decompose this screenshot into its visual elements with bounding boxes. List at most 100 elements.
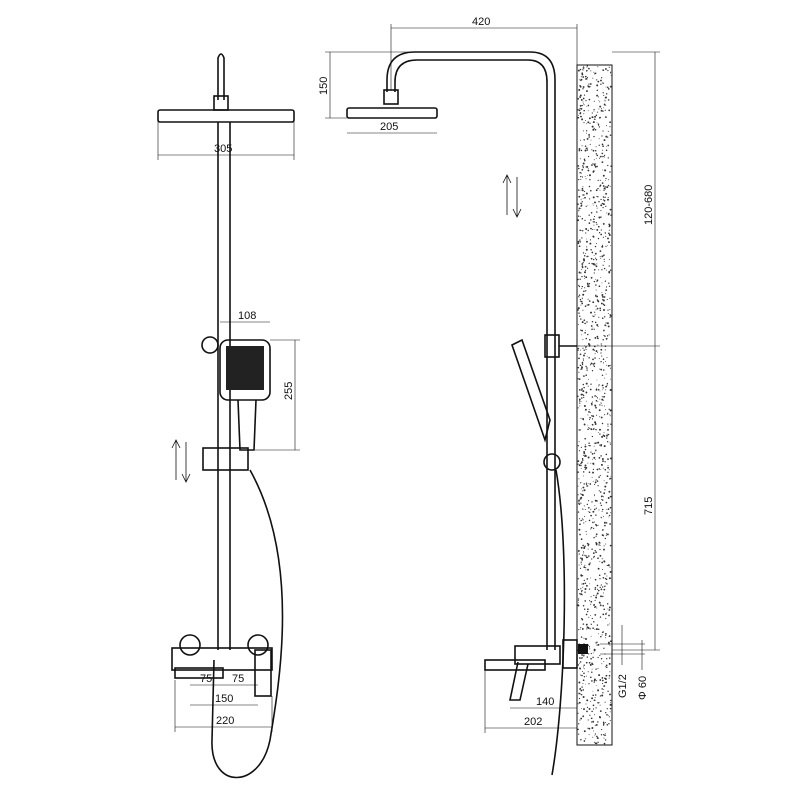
wall-speckle bbox=[602, 196, 605, 198]
wall-speckle bbox=[586, 628, 588, 630]
wall-speckle bbox=[588, 409, 590, 411]
wall-speckle bbox=[605, 86, 607, 88]
dim-arm-reach: 420 bbox=[472, 16, 490, 28]
wall-speckle bbox=[608, 469, 610, 471]
wall-speckle bbox=[582, 604, 585, 607]
wall-speckle bbox=[595, 406, 597, 409]
wall-speckle bbox=[599, 185, 601, 188]
wall-speckle bbox=[599, 116, 601, 119]
wall-speckle bbox=[590, 362, 593, 365]
wall-speckle bbox=[598, 457, 601, 459]
wall-speckle bbox=[604, 392, 606, 395]
wall-speckle bbox=[592, 480, 594, 482]
wall-speckle bbox=[592, 77, 594, 79]
wall-speckle bbox=[588, 734, 590, 736]
wall-speckle bbox=[577, 109, 579, 111]
wall-speckle bbox=[582, 519, 584, 521]
wall-speckle bbox=[601, 143, 604, 146]
wall-speckle bbox=[587, 568, 589, 571]
wall-speckle bbox=[578, 733, 580, 735]
wall-speckle bbox=[582, 194, 584, 196]
wall-speckle bbox=[593, 428, 595, 430]
wall-speckle bbox=[580, 461, 583, 464]
wall-speckle bbox=[583, 158, 586, 161]
wall-speckle bbox=[581, 494, 584, 497]
wall-speckle bbox=[599, 655, 601, 657]
wall-speckle bbox=[610, 702, 611, 704]
wall-speckle bbox=[584, 322, 586, 325]
wall-speckle bbox=[586, 255, 589, 258]
wall-speckle bbox=[596, 122, 598, 124]
wall-speckle bbox=[594, 264, 596, 266]
wall-speckle bbox=[579, 533, 581, 536]
wall-speckle bbox=[578, 114, 580, 116]
wall-speckle bbox=[585, 584, 588, 587]
wall-speckle bbox=[599, 255, 601, 257]
wall-speckle bbox=[604, 681, 606, 684]
wall-speckle bbox=[578, 629, 580, 631]
wall-speckle bbox=[580, 626, 582, 628]
wall-speckle bbox=[580, 78, 583, 81]
wall-speckle bbox=[609, 415, 611, 417]
wall-speckle bbox=[600, 695, 602, 697]
wall-speckle bbox=[602, 613, 605, 616]
wall-speckle bbox=[600, 504, 603, 507]
wall-speckle bbox=[577, 165, 580, 167]
wall-speckle bbox=[592, 708, 595, 710]
wall-speckle bbox=[606, 723, 609, 726]
wall-speckle bbox=[601, 398, 604, 401]
wall-speckle bbox=[602, 82, 604, 84]
wall-speckle bbox=[596, 79, 598, 81]
wall-speckle bbox=[590, 189, 592, 192]
wall-speckle bbox=[583, 740, 586, 742]
wall-speckle bbox=[587, 727, 589, 729]
wall-speckle bbox=[582, 347, 584, 349]
wall-speckle bbox=[609, 443, 611, 445]
wall-speckle bbox=[606, 533, 609, 536]
wall-speckle bbox=[585, 205, 587, 207]
wall-speckle bbox=[596, 335, 599, 338]
wall-speckle bbox=[604, 169, 607, 172]
wall-speckle bbox=[596, 324, 599, 326]
wall-speckle bbox=[588, 727, 591, 730]
wall-speckle bbox=[606, 434, 608, 437]
wall-speckle bbox=[595, 533, 598, 536]
wall-speckle bbox=[599, 616, 602, 618]
wall-speckle bbox=[579, 158, 581, 160]
wall-speckle bbox=[580, 108, 583, 110]
wall-speckle bbox=[600, 455, 602, 457]
dim-inlet-total: 150 bbox=[215, 693, 233, 705]
wall-speckle bbox=[601, 558, 603, 560]
dim-total-projection: 202 bbox=[524, 716, 542, 728]
wall-speckle bbox=[578, 701, 581, 704]
wall-speckle bbox=[600, 402, 602, 404]
wall-speckle bbox=[579, 523, 581, 526]
wall-speckle bbox=[581, 269, 583, 270]
wall-speckle bbox=[594, 423, 597, 425]
wall-speckle bbox=[588, 356, 590, 359]
wall-speckle bbox=[589, 483, 592, 485]
wall-speckle bbox=[597, 225, 600, 228]
wall-speckle bbox=[601, 161, 604, 164]
wall-speckle bbox=[584, 437, 586, 440]
wall-speckle bbox=[609, 208, 612, 211]
wall-speckle bbox=[595, 514, 597, 516]
wall-speckle bbox=[582, 186, 584, 188]
wall-speckle bbox=[582, 679, 585, 682]
wall-speckle bbox=[582, 475, 584, 477]
wall-speckle bbox=[592, 229, 594, 231]
wall-speckle bbox=[592, 736, 594, 738]
wall-speckle bbox=[603, 395, 606, 398]
wall-speckle bbox=[608, 657, 611, 659]
wall-speckle bbox=[602, 362, 605, 364]
wall-speckle bbox=[588, 98, 591, 101]
wall-speckle bbox=[580, 98, 583, 101]
wall-speckle bbox=[600, 516, 602, 518]
wall-speckle bbox=[600, 343, 602, 345]
wall-speckle bbox=[585, 69, 588, 72]
wall-speckle bbox=[581, 265, 584, 267]
wall-speckle bbox=[598, 285, 601, 288]
wall-speckle bbox=[591, 251, 594, 254]
wall-speckle bbox=[594, 404, 596, 407]
wall-speckle bbox=[578, 312, 580, 314]
